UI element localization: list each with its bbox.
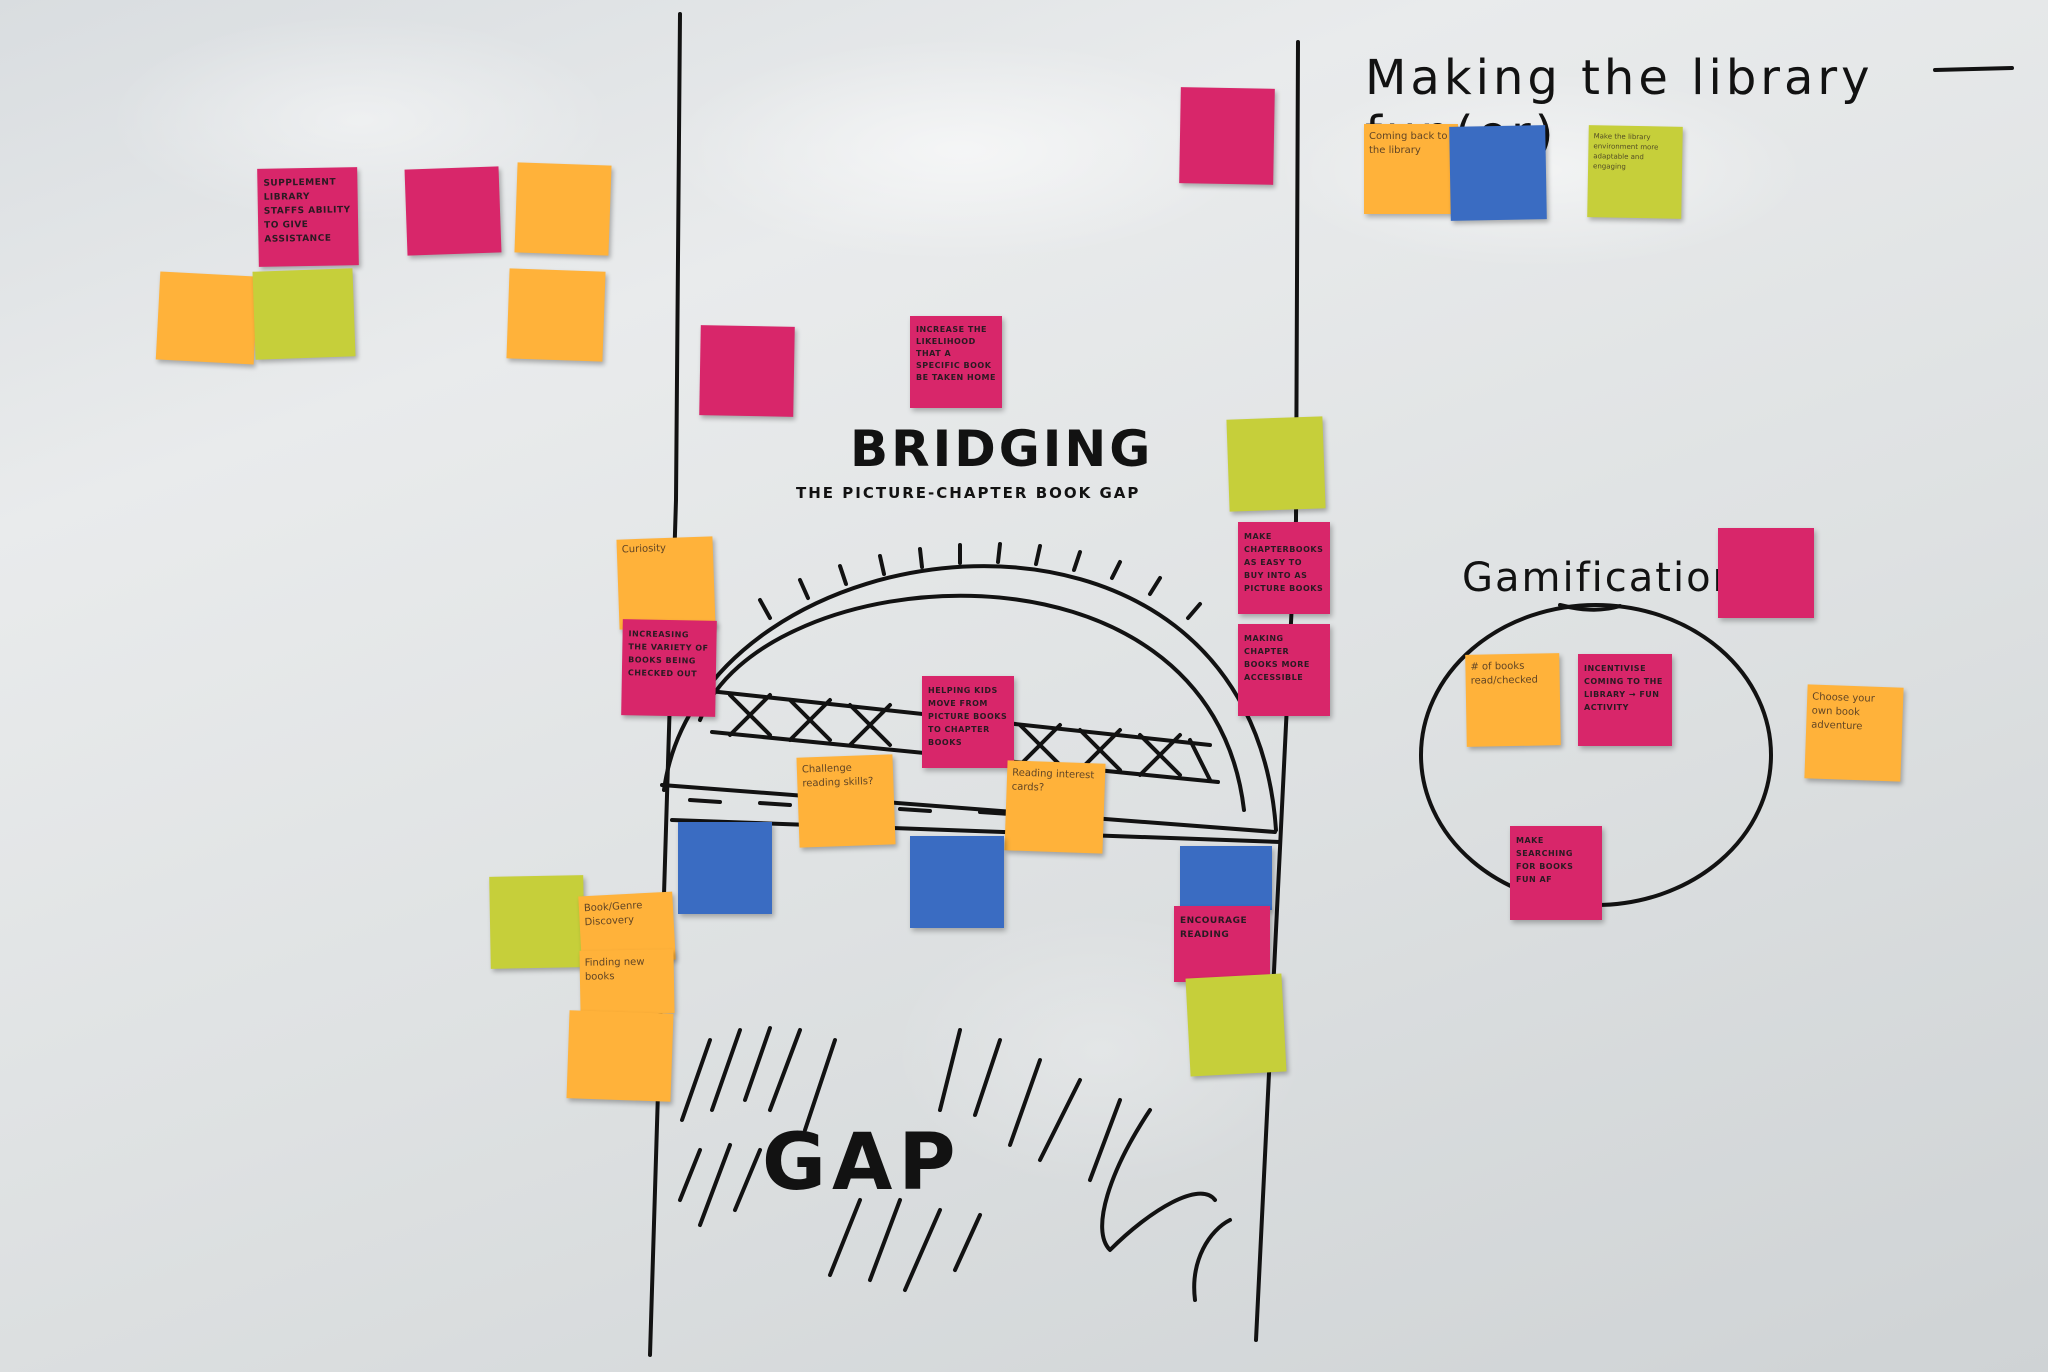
sticky-note-coming-back[interactable]: Coming back to the library — [1364, 124, 1458, 214]
center-subtitle: THE PICTURE-CHAPTER BOOK GAP — [796, 484, 1140, 502]
sticky-note[interactable] — [1186, 974, 1287, 1077]
sticky-note-make-searching[interactable]: MAKE SEARCHING FOR BOOKS FUN AF — [1510, 826, 1602, 920]
sticky-note-helping-kids[interactable]: HELPING KIDS MOVE FROM PICTURE BOOKS TO … — [922, 676, 1014, 768]
sticky-note-encourage-reading[interactable]: ENCOURAGE READING — [1174, 906, 1270, 982]
sticky-note-books-read[interactable]: # of books read/checked — [1465, 653, 1561, 747]
sticky-note[interactable] — [405, 166, 502, 255]
sticky-note-making-accessible[interactable]: MAKING CHAPTER BOOKS MORE ACCESSIBLE — [1238, 624, 1330, 716]
sticky-note-incentivise[interactable]: INCENTIVISE COMING TO THE LIBRARY → FUN … — [1578, 654, 1672, 746]
sticky-note[interactable] — [1449, 125, 1547, 221]
sticky-note-challenge[interactable]: Challenge reading skills? — [796, 754, 895, 847]
sticky-note-increasing-variety[interactable]: INCREASING THE VARIETY OF BOOKS BEING CH… — [621, 619, 717, 717]
center-title-bridging: BRIDGING — [850, 420, 1153, 478]
sticky-note-make-chapterbooks[interactable]: MAKE CHAPTERBOOKS AS EASY TO BUY INTO AS… — [1238, 522, 1330, 614]
sticky-note-curiosity[interactable]: Curiosity — [616, 536, 715, 629]
sticky-note[interactable] — [566, 1010, 673, 1102]
label-gap: GAP — [762, 1118, 962, 1208]
sticky-note-finding-new[interactable]: Finding new books — [579, 949, 674, 1015]
sticky-note[interactable] — [1179, 87, 1275, 185]
gap-swoop-2 — [1194, 1220, 1230, 1300]
sticky-note[interactable] — [252, 268, 355, 359]
sticky-note[interactable] — [699, 325, 795, 417]
arch-hatching — [760, 544, 1200, 618]
sticky-note[interactable] — [489, 875, 585, 969]
sticky-note-supplement[interactable]: SUPPLEMENT LIBRARY STAFFS ABILITY TO GIV… — [257, 167, 359, 267]
sticky-note[interactable] — [1226, 416, 1325, 511]
sticky-note-reading-interest[interactable]: Reading interest cards? — [1004, 760, 1105, 853]
sticky-note-increase-likelihood[interactable]: INCREASE THE LIKELIHOOD THAT A SPECIFIC … — [910, 316, 1002, 408]
gap-swoop — [1102, 1110, 1215, 1250]
sticky-note-choose-adventure[interactable]: Choose your own book adventure — [1804, 684, 1903, 781]
sticky-note[interactable] — [506, 268, 605, 361]
sticky-note[interactable] — [514, 162, 611, 255]
sticky-note-make-environment[interactable]: Make the library environment more adapta… — [1587, 125, 1683, 219]
sticky-note[interactable] — [1718, 528, 1814, 618]
sticky-note[interactable] — [678, 822, 772, 914]
sticky-note[interactable] — [1180, 846, 1272, 910]
sticky-note[interactable] — [156, 271, 258, 364]
sticky-note[interactable] — [910, 836, 1004, 928]
label-gamification: Gamification — [1462, 555, 1740, 601]
